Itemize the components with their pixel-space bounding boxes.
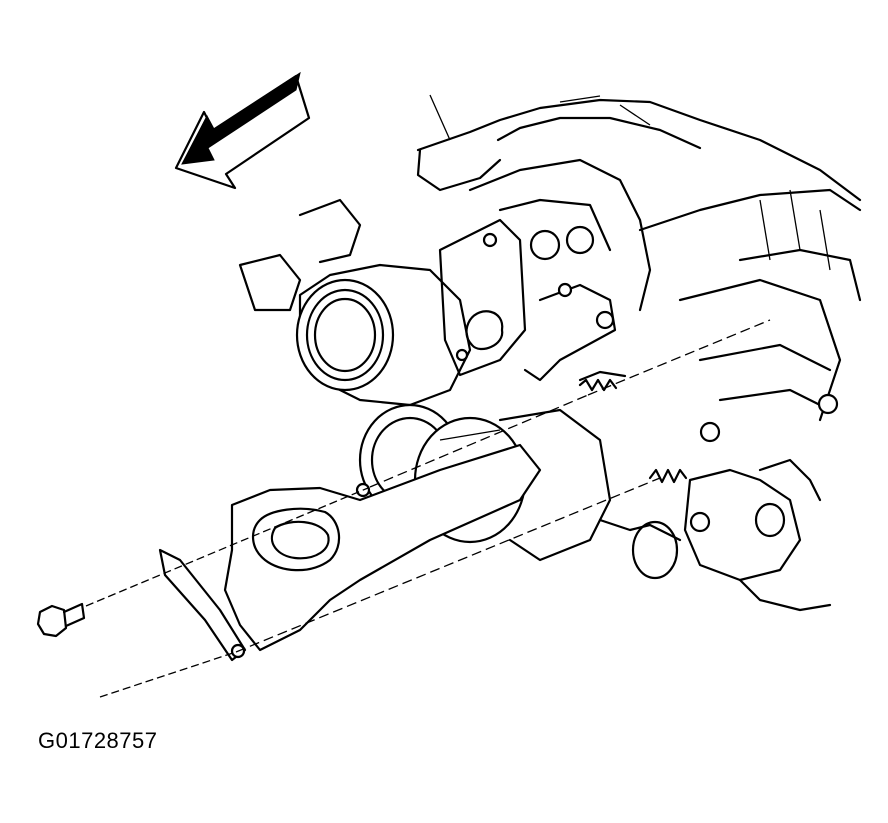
- engine-block: [416, 94, 862, 443]
- engine-mount: [683, 458, 832, 612]
- bolt-icon: [36, 602, 86, 638]
- figure-id-label: G01728757: [38, 728, 158, 753]
- stud: [578, 378, 688, 484]
- upper-bracket: [523, 282, 627, 382]
- installation-guide-lines: [85, 319, 771, 698]
- direction-arrow-icon: [174, 71, 311, 190]
- throttle-body: [238, 198, 527, 407]
- support-bracket: [158, 443, 542, 662]
